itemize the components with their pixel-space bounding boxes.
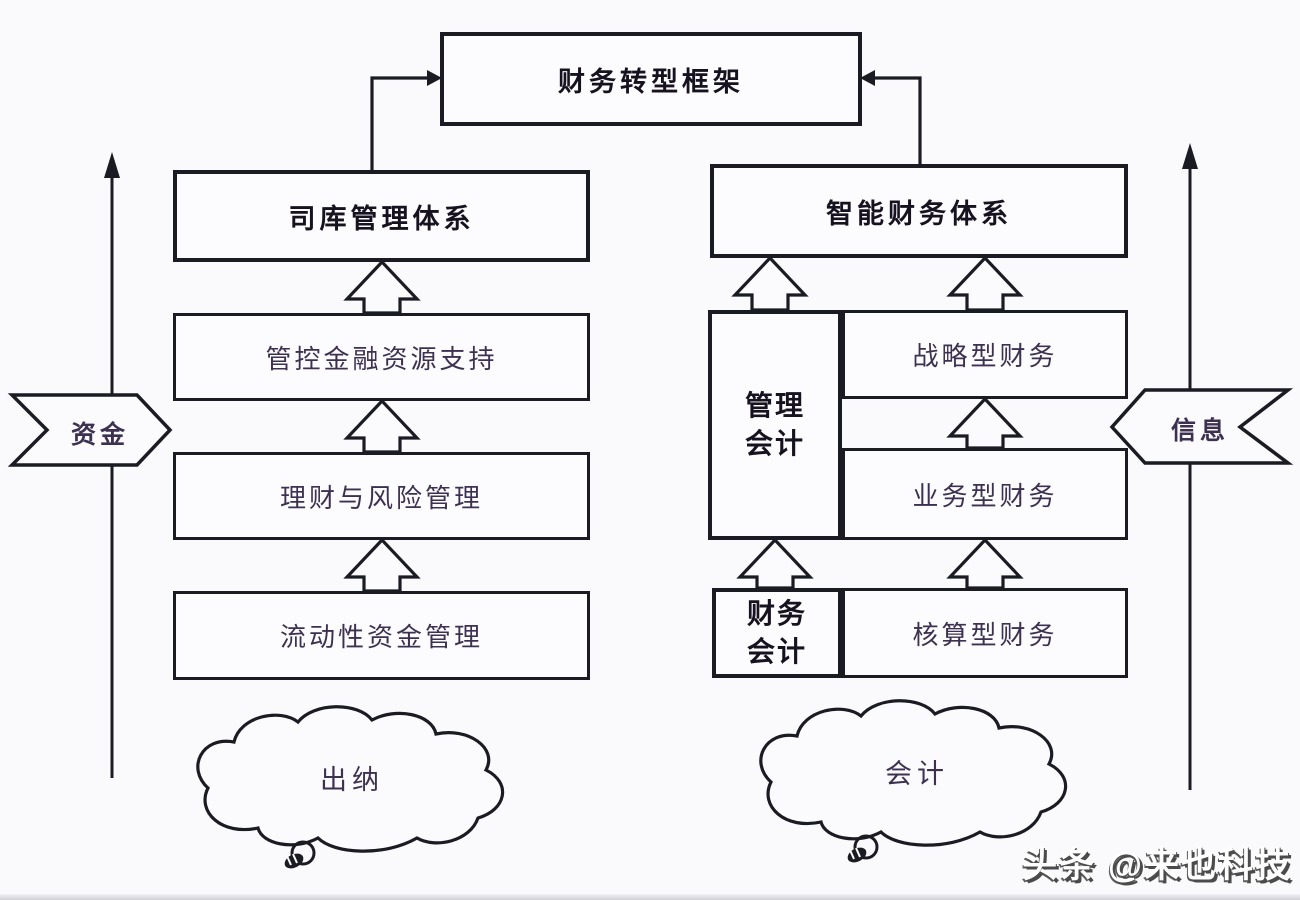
treasury-item-box: 流动性资金管理 <box>173 591 590 680</box>
treasury-item-box: 理财与风险管理 <box>173 452 590 540</box>
treasury-system-box: 司库管理体系 <box>173 170 590 262</box>
accounting-finance-box: 核算型财务 <box>842 588 1128 678</box>
strategic-finance-box: 战略型财务 <box>842 310 1128 399</box>
bottom-edge-strip <box>0 894 1300 900</box>
treasury-to-framework-connector <box>370 76 434 170</box>
left-up-arrowhead-icon <box>104 152 120 178</box>
smart-finance-system-box: 智能财务体系 <box>710 164 1128 258</box>
connector-right-arrowhead-icon <box>427 70 442 86</box>
management-accounting-box: 管理 会计 <box>708 310 842 540</box>
block-up-arrow-icon <box>946 537 1024 590</box>
block-up-arrow-icon <box>946 255 1024 312</box>
treasury-item-label: 流动性资金管理 <box>279 622 483 652</box>
block-up-arrow-icon <box>946 396 1024 450</box>
strategic-finance-label: 战略型财务 <box>912 341 1058 371</box>
accounting-cloud-icon <box>759 699 1068 863</box>
treasury-item-label: 管控金融资源支持 <box>265 343 498 374</box>
business-finance-label: 业务型财务 <box>912 480 1058 511</box>
framework-title-label: 财务转型框架 <box>558 66 744 97</box>
block-up-arrow-icon <box>736 537 814 590</box>
smart-finance-system-label: 智能财务体系 <box>826 198 1012 229</box>
treasury-item-label: 理财与风险管理 <box>279 482 483 513</box>
funds-flow-label: 资金 <box>70 421 129 449</box>
cashier-cloud-label: 出纳 <box>320 765 384 795</box>
framework-title-box: 财务转型框架 <box>440 32 862 126</box>
block-up-arrow-icon <box>731 255 809 312</box>
information-flow-label: 信息 <box>1170 417 1229 445</box>
financial-accounting-box: 财务 会计 <box>712 588 842 678</box>
business-finance-box: 业务型财务 <box>842 448 1128 540</box>
block-up-arrow-icon <box>343 259 421 315</box>
connector-left-arrowhead-icon <box>860 70 875 86</box>
block-up-arrow-icon <box>343 537 421 593</box>
watermark-text: 头条 @来也科技 <box>1022 846 1292 885</box>
treasury-item-box: 管控金融资源支持 <box>173 313 590 401</box>
accounting-finance-label: 核算型财务 <box>912 619 1058 650</box>
block-up-arrow-icon <box>343 398 421 454</box>
financial-accounting-label: 财务 会计 <box>746 598 807 667</box>
treasury-system-label: 司库管理体系 <box>288 203 475 234</box>
funds-chevron-icon <box>7 393 173 467</box>
management-accounting-label: 管理 会计 <box>744 390 805 459</box>
accounting-cloud-label: 会计 <box>885 759 949 789</box>
smart-to-framework-connector <box>868 76 922 164</box>
right-up-arrowhead-icon <box>1182 143 1198 169</box>
cashier-cloud-icon <box>196 705 505 869</box>
information-chevron-icon <box>1109 388 1294 465</box>
